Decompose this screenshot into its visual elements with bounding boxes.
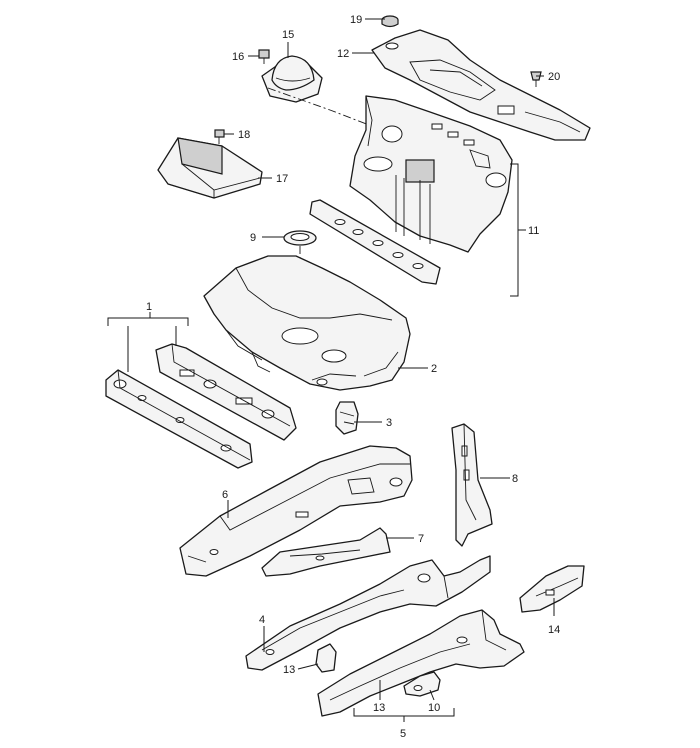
- part-17-tray: [157, 137, 263, 199]
- part-18-nut: [214, 129, 225, 144]
- part-12-rear-panel: [371, 29, 591, 141]
- part-13-lower-right-member: [317, 609, 525, 717]
- callout-20: 20: [548, 71, 560, 83]
- callout-16: 16: [232, 51, 244, 63]
- callout-2: 2: [431, 363, 437, 375]
- part-16-nut: [258, 49, 270, 64]
- callout-17: 17: [276, 173, 288, 185]
- part-10-bracket: [403, 671, 441, 697]
- callout-8: 8: [512, 473, 518, 485]
- callout-3: 3: [386, 417, 392, 429]
- callout-labels: 19 12 15 16 20 18 17 11 9 1 2 3 8 6 7 14…: [146, 14, 560, 740]
- part-14-bracket: [519, 565, 585, 613]
- part-19-plug: [381, 15, 399, 28]
- callout-4: 4: [259, 614, 265, 626]
- part-4-lower-member: [245, 555, 491, 671]
- bracket-1: [107, 312, 189, 326]
- part-6-long-member: [179, 445, 413, 577]
- part-3-bracket: [335, 401, 359, 435]
- callout-19: 19: [350, 14, 362, 26]
- part-15-dome-cover: [261, 55, 323, 103]
- part-11-bulkhead: [349, 95, 513, 253]
- callout-13-left: 13: [283, 664, 295, 676]
- callout-1: 1: [146, 301, 152, 313]
- callout-11: 11: [528, 225, 539, 237]
- part-2-floor-pan: [203, 255, 411, 391]
- part-20-clip: [530, 71, 542, 87]
- part-1-rail-outer: [105, 369, 253, 469]
- part-11-cross-member: [309, 199, 441, 285]
- callout-5: 5: [400, 728, 406, 740]
- part-13-bracket-left: [315, 643, 337, 673]
- bracket-11: [510, 163, 519, 297]
- part-7-sill: [261, 527, 391, 577]
- callout-13-bottom: 13: [373, 702, 385, 714]
- callout-12: 12: [337, 48, 349, 60]
- callout-18: 18: [238, 129, 250, 141]
- callout-7: 7: [418, 533, 424, 545]
- bracket-5: [353, 708, 455, 722]
- leader-lines: [224, 18, 555, 701]
- callout-9: 9: [250, 232, 256, 244]
- callout-14: 14: [548, 624, 560, 636]
- part-8-pillar: [451, 423, 493, 547]
- callout-6: 6: [222, 489, 228, 501]
- callout-10: 10: [428, 702, 440, 714]
- part-1-rail-inner: [155, 343, 297, 441]
- part-9-grommet: [283, 230, 317, 246]
- callout-15: 15: [282, 29, 294, 41]
